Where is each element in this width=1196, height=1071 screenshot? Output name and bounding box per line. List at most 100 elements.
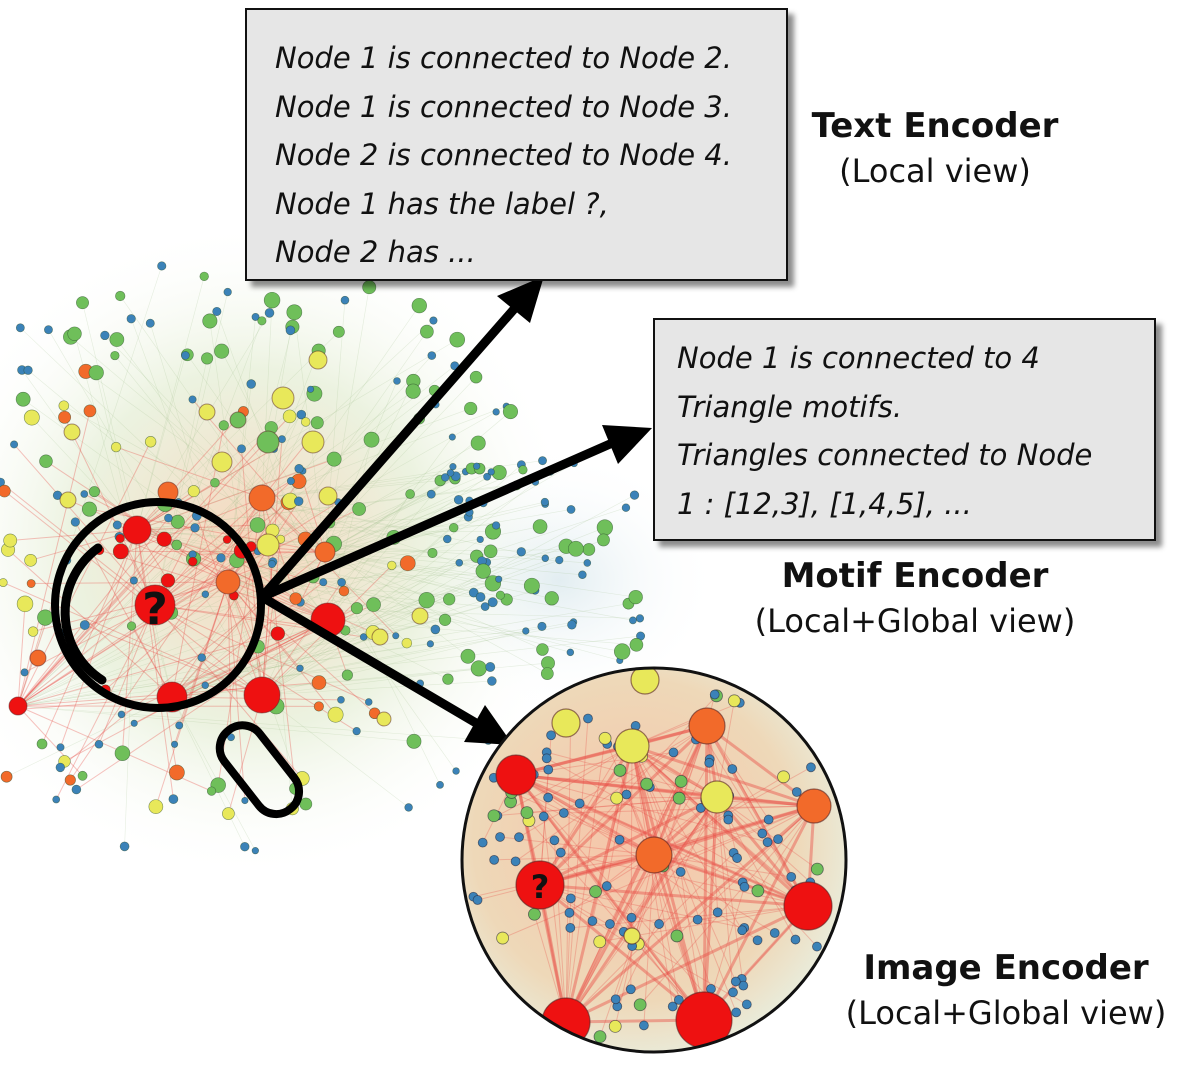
zoom-node bbox=[489, 854, 500, 865]
graph-edge bbox=[74, 333, 173, 698]
zoom-edge bbox=[639, 805, 815, 1006]
zoom-node bbox=[667, 1001, 678, 1012]
graph-node bbox=[337, 696, 345, 704]
graph-node bbox=[39, 454, 53, 468]
graph-node bbox=[199, 271, 209, 282]
zoom-edge bbox=[652, 725, 709, 856]
zoom-node bbox=[625, 984, 636, 995]
graph-edge bbox=[70, 336, 326, 553]
graph-node bbox=[470, 660, 487, 677]
graph-node bbox=[112, 543, 129, 560]
zoom-edge bbox=[543, 816, 567, 1023]
graph-node bbox=[376, 711, 392, 727]
graph-edge bbox=[227, 581, 246, 801]
zoom-node bbox=[587, 916, 598, 926]
graph-node bbox=[264, 308, 275, 318]
graph-node bbox=[16, 595, 34, 613]
graph-node bbox=[475, 592, 486, 602]
graph-node bbox=[326, 451, 342, 467]
zoom-query-label: ? bbox=[531, 868, 550, 906]
zoom-node bbox=[723, 814, 734, 825]
zoom-node bbox=[487, 809, 501, 823]
zoom-node bbox=[614, 834, 625, 845]
graph-edge bbox=[192, 399, 326, 553]
zoom-edge bbox=[515, 773, 815, 808]
zoom-edge bbox=[631, 744, 815, 808]
graph-node bbox=[256, 533, 280, 557]
graph-node bbox=[27, 626, 39, 637]
graph-edge bbox=[7, 549, 173, 698]
zoom-node bbox=[731, 1007, 742, 1018]
graph-node bbox=[566, 505, 576, 514]
graph-node bbox=[541, 554, 549, 562]
graph-node bbox=[112, 520, 122, 530]
zoom-edge bbox=[564, 725, 709, 1023]
zoom-edge bbox=[631, 745, 819, 913]
graph-node bbox=[544, 591, 559, 606]
zoom-node bbox=[555, 847, 566, 858]
graph-edge bbox=[155, 581, 229, 807]
graph-node bbox=[307, 385, 315, 393]
zoom-node bbox=[613, 764, 627, 777]
graph-edge bbox=[136, 276, 205, 531]
zoom-node bbox=[704, 757, 715, 768]
zoom-edge bbox=[731, 768, 809, 907]
zoom-edge bbox=[538, 724, 709, 887]
graph-node bbox=[362, 280, 377, 295]
zoom-node bbox=[564, 907, 575, 918]
graph-edge bbox=[171, 527, 605, 698]
graph-node bbox=[134, 584, 176, 626]
graph-node bbox=[352, 727, 361, 736]
graph-node bbox=[341, 669, 353, 681]
zoom-node bbox=[515, 860, 565, 910]
graph-node bbox=[485, 662, 496, 672]
zoom-node bbox=[812, 941, 822, 952]
graph-node bbox=[270, 626, 285, 641]
zoom-view: ? bbox=[460, 666, 848, 1054]
graph-node bbox=[491, 521, 501, 530]
graph-edge bbox=[136, 339, 458, 531]
zoom-edge bbox=[702, 805, 816, 1021]
graph-edge bbox=[324, 287, 370, 553]
zoom-node bbox=[796, 788, 832, 824]
graph-node bbox=[126, 314, 136, 324]
graph-edge bbox=[64, 619, 329, 762]
graph-node bbox=[436, 780, 444, 789]
graph-edge bbox=[17, 705, 83, 777]
zoom-node bbox=[739, 881, 750, 892]
graph-node bbox=[621, 503, 631, 512]
graph-edge bbox=[261, 436, 453, 696]
image-encoder-label: Image Encoder (Local+Global view) bbox=[820, 948, 1192, 1032]
graph-node bbox=[420, 324, 434, 339]
zoom-edge bbox=[630, 744, 810, 908]
zoom-node bbox=[543, 792, 554, 803]
graph-edge bbox=[84, 493, 329, 621]
motif-box-line: 1 : [12,3], [1,4,5], ... bbox=[677, 486, 972, 521]
graph-edge bbox=[324, 551, 552, 599]
graph-node bbox=[426, 640, 434, 648]
zoom-node bbox=[741, 999, 752, 1010]
graph-node bbox=[393, 377, 401, 385]
graph-edge bbox=[136, 529, 174, 800]
graph-node bbox=[301, 417, 311, 427]
graph-node bbox=[222, 807, 235, 820]
motif-encoder-label: Motif Encoder (Local+Global view) bbox=[700, 556, 1130, 640]
zoom-node bbox=[709, 689, 720, 700]
zoom-edge bbox=[565, 795, 730, 1023]
zoom-edge bbox=[477, 854, 655, 901]
zoom-edge bbox=[563, 805, 815, 814]
graph-edge bbox=[31, 581, 229, 585]
zoom-node bbox=[589, 885, 602, 898]
zoom-node bbox=[791, 787, 802, 797]
graph-node bbox=[405, 383, 421, 399]
graph-node bbox=[240, 842, 250, 852]
graph-node bbox=[495, 575, 503, 583]
graph-edge bbox=[324, 551, 583, 576]
graph-node bbox=[212, 306, 222, 317]
zoom-nodes bbox=[468, 668, 833, 1049]
zoom-node bbox=[790, 934, 801, 945]
zoom-node bbox=[614, 728, 650, 764]
graph-node bbox=[257, 316, 267, 326]
graph-edge bbox=[241, 550, 263, 696]
graph-node bbox=[156, 531, 172, 547]
